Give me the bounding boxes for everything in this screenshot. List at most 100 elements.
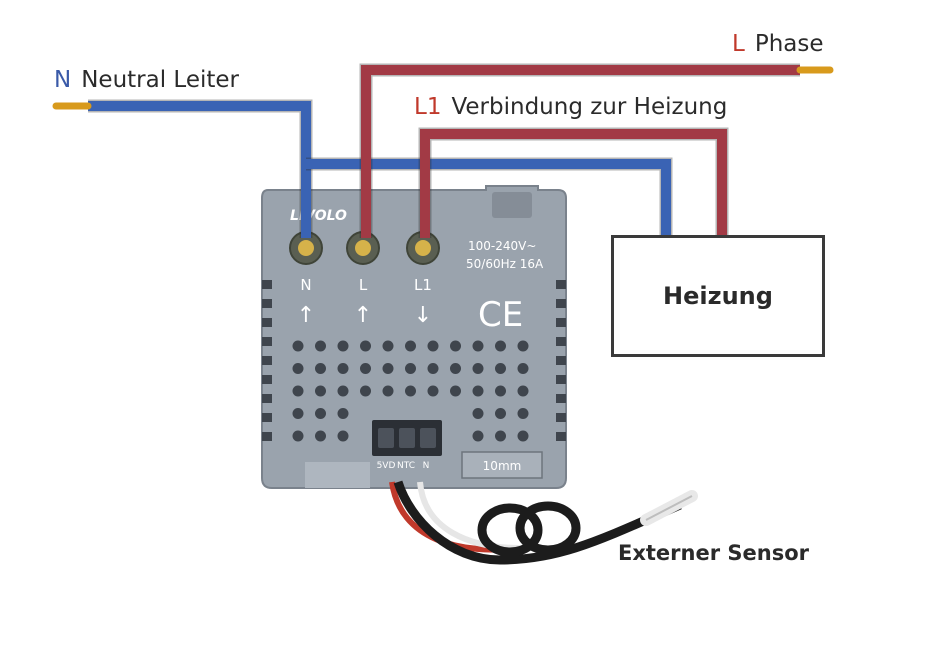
sensor-cable-loop	[515, 501, 581, 555]
vent-holes	[292, 340, 529, 442]
vent-hole	[382, 363, 394, 374]
terminal-contact	[415, 240, 431, 256]
vent-hole	[337, 430, 349, 442]
terminal-label: L1	[414, 276, 432, 294]
vent-hole	[495, 430, 506, 442]
phase-code: L	[732, 31, 745, 57]
neutral-text: Neutral Leiter	[81, 67, 239, 93]
neutral-wire	[88, 101, 311, 238]
vent-hole	[337, 340, 349, 352]
vent-hole	[450, 385, 461, 397]
phase-text: Phase	[754, 31, 824, 57]
vent-hole	[292, 385, 304, 397]
vent-hole	[517, 408, 529, 419]
vent-hole	[517, 363, 529, 374]
heater-label: Heizung	[663, 282, 773, 310]
connector-label: N	[423, 461, 430, 471]
terminal-label: L	[359, 276, 368, 294]
vent-slot	[556, 318, 566, 327]
external-sensor-label: Externer Sensor	[618, 541, 809, 565]
vent-hole	[382, 340, 394, 352]
vent-hole	[472, 363, 484, 374]
vent-hole	[472, 340, 484, 352]
module-top-notch	[492, 192, 532, 218]
vent-slot	[262, 413, 272, 422]
vent-hole	[360, 385, 371, 397]
vent-slot	[556, 413, 566, 422]
vent-hole	[495, 385, 506, 397]
rating-line-2: 50/60Hz 16A	[466, 257, 544, 271]
rating-line-1: 100-240V~	[468, 239, 536, 253]
vent-hole	[315, 430, 326, 442]
vent-hole	[382, 385, 394, 397]
phase-wire	[361, 65, 800, 238]
vent-hole	[427, 340, 439, 352]
vent-hole	[472, 385, 484, 397]
terminal-arrow: ↓	[414, 303, 432, 328]
vent-hole	[517, 430, 529, 442]
vent-hole	[405, 340, 416, 352]
vent-hole	[472, 408, 484, 419]
vent-hole	[337, 385, 349, 397]
vent-hole	[360, 363, 371, 374]
heater-box: Heizung	[611, 235, 825, 357]
vent-hole	[405, 363, 416, 374]
connector-pin	[420, 428, 436, 448]
connector-label: NTC	[397, 461, 415, 471]
vent-hole	[427, 363, 439, 374]
vent-slot	[262, 299, 272, 308]
terminal-arrow: ↑	[354, 303, 372, 328]
sensor-cable-loop	[477, 503, 543, 557]
vent-slot	[556, 432, 566, 441]
phase-label: L Phase	[732, 33, 824, 56]
vent-hole	[517, 385, 529, 397]
l1-text: Verbindung zur Heizung	[451, 94, 728, 120]
vent-hole	[495, 408, 506, 419]
vent-hole	[360, 340, 371, 352]
vent-slot	[262, 280, 272, 289]
sensor-cable-black	[393, 480, 682, 565]
strip-gauge	[461, 451, 543, 479]
l1-label: L1 Verbindung zur Heizung	[414, 96, 727, 119]
vent-hole	[450, 363, 461, 374]
neutral-code: N	[54, 67, 72, 93]
vent-slot	[556, 356, 566, 365]
strip-length-label: 10mm	[483, 459, 522, 473]
vent-hole	[450, 340, 461, 352]
vent-hole	[315, 408, 326, 419]
vent-hole	[427, 385, 439, 397]
vent-slot	[262, 318, 272, 327]
vent-hole	[337, 408, 349, 419]
connector-label: 5VD	[377, 461, 396, 471]
vent-slot	[556, 375, 566, 384]
vent-hole	[292, 408, 304, 419]
sensor-probe-highlight	[645, 495, 693, 521]
vent-hole	[337, 363, 349, 374]
vent-hole	[472, 430, 484, 442]
brand-logo: LIVOLO	[290, 208, 347, 224]
vent-slot	[262, 356, 272, 365]
vent-hole	[495, 340, 506, 352]
thermostat-module: LIVOLO 100-240V~ 50/60Hz 16A CE 10mm N ↑ L…	[261, 185, 567, 489]
vent-hole	[405, 385, 416, 397]
terminal-contact	[355, 240, 371, 256]
vent-hole	[315, 340, 326, 352]
vent-hole	[517, 340, 529, 352]
terminal-block: N↑L↑L1↓	[289, 231, 440, 328]
vent-slot	[556, 394, 566, 403]
vent-hole	[292, 340, 304, 352]
vent-slot	[556, 299, 566, 308]
vent-hole	[315, 363, 326, 374]
connector-pin	[378, 428, 394, 448]
vent-hole	[315, 385, 326, 397]
l1-wire	[420, 129, 727, 238]
ce-mark: CE	[478, 295, 523, 335]
sensor-cable	[389, 480, 698, 565]
terminal-arrow: ↑	[297, 303, 315, 328]
l1-code: L1	[414, 94, 442, 120]
vent-slot	[262, 394, 272, 403]
vent-slot	[556, 280, 566, 289]
vent-hole	[495, 363, 506, 374]
